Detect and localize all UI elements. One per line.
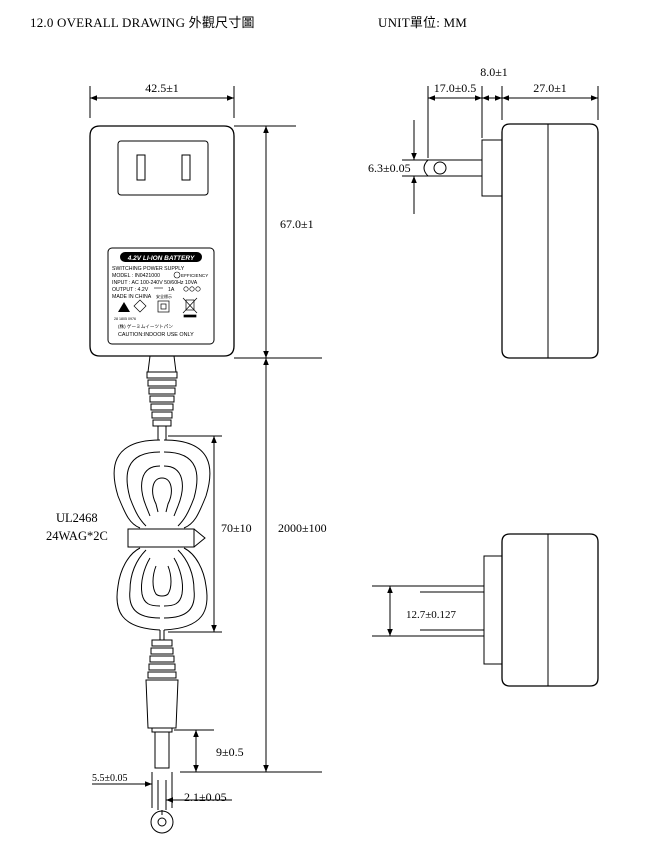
adapter-body-bottom [501,533,599,687]
plug-recess [117,140,209,196]
dim-depth: 27.0±1 [533,81,567,95]
weee-bin-icon [182,297,198,318]
label-line4b: 1A [168,287,175,293]
label-line4: OUTPUT : 4.2V [112,287,149,293]
label-banner-text: 4.2V LI-ION BATTERY [127,255,195,262]
dim-coil: 70±10 [221,521,252,535]
coiled-cable [113,439,211,640]
label-jp-line: (株) ゲーミムイーツトパン [118,323,173,330]
dim-base: 8.0±1 [480,65,508,79]
dim-id: 2.1±0.05 [184,790,227,804]
plug-base-bottom [483,555,503,665]
prong-slot-right [181,154,191,181]
prong-slot-left [136,154,146,181]
efficiency-icon [173,271,181,279]
dim-pin-spacing: 12.7±0.127 [406,609,457,621]
cable-spec-line1: UL2468 [56,511,98,525]
adapter-body-front [89,125,235,357]
rating-label: 4.2V LI-ION BATTERY SWITCHING POWER SUPP… [112,252,208,338]
dim-od: 5.5±0.05 [92,773,128,784]
cable-tie [127,528,195,548]
label-small-code: 28 1805 0976 [114,317,136,321]
label-line1: SWITCHING POWER SUPPLY [112,266,185,272]
label-mark-text: 安全標示 [156,293,172,299]
dc-plug-assembly [145,639,179,769]
label-efficiency: EFFICIENCY [181,273,208,278]
rating-label-plate [107,247,215,345]
dim-pin-length: 17.0±0.5 [434,81,477,95]
dim-body-height: 67.0±1 [280,217,314,231]
dim-width: 42.5±1 [145,81,179,95]
label-caution: CAUTION:INDOOR USE ONLY [118,332,194,338]
pse-diamond-icon [133,299,147,313]
label-line3: INPUT : AC 100-240V 50/60Hz 10VA [112,280,198,286]
adapter-body-side [501,123,599,359]
dim-pin-dia: 6.3±0.05 [368,161,411,175]
label-line2: MODEL : IN0421000 [112,273,160,279]
cable-tie-tab [193,528,206,548]
dim-cable-length: 2000±100 [278,521,327,535]
pin-hole [433,161,447,175]
drawing-title: 12.0 OVERALL DRAWING 外觀尺寸圖 [30,15,255,30]
double-insulation-icon [157,300,170,313]
dim-plug-tip: 9±0.5 [216,745,244,759]
warning-triangle-icon [118,302,130,312]
strain-relief [146,355,178,440]
label-banner [120,252,202,262]
label-line5: MADE IN CHINA [112,294,152,300]
polarity-icon [183,286,189,292]
plug-base-side [481,139,503,197]
cable-spec-line2: 24WAG*2C [46,529,108,543]
unit-label: UNIT單位: MM [378,15,468,30]
